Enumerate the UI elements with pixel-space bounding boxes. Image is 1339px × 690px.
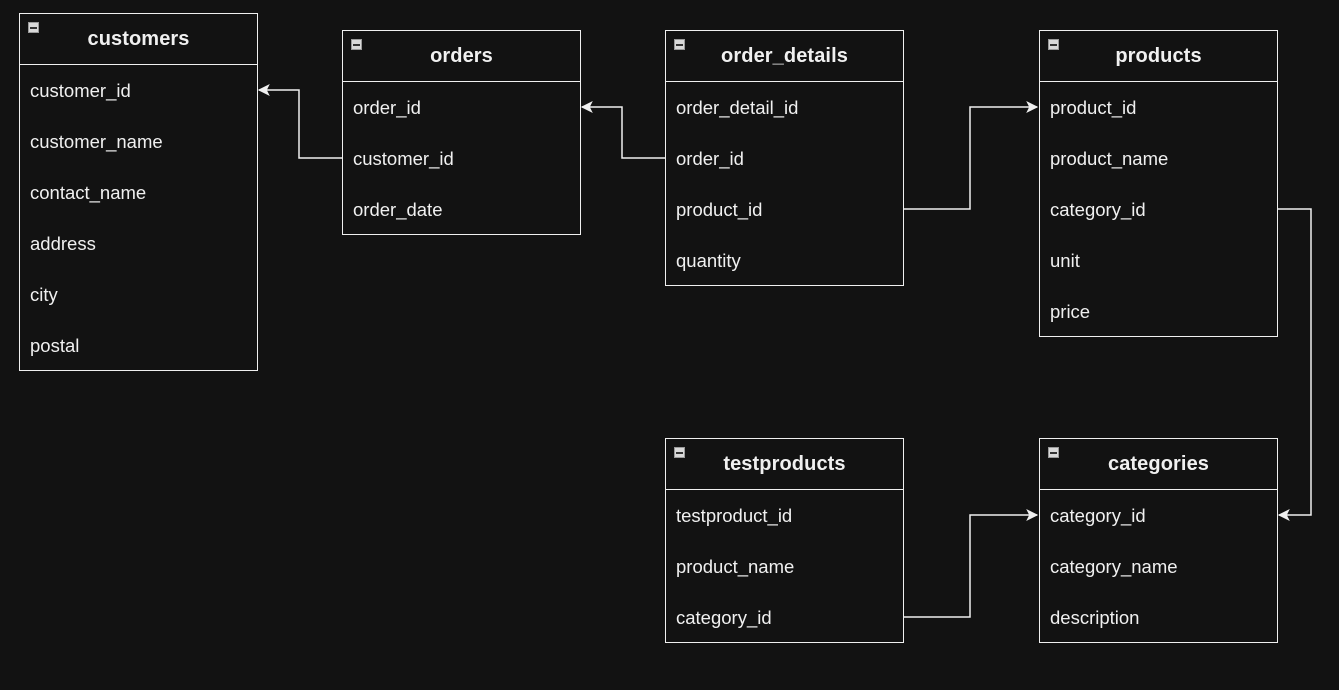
- connector-testproducts-category-id-to-categories: [903, 509, 1039, 618]
- table-title: customers: [87, 27, 190, 50]
- table-header: categories: [1040, 439, 1277, 490]
- field-order-date[interactable]: order_date: [353, 198, 443, 220]
- collapse-icon[interactable]: [1048, 39, 1059, 50]
- field-customer-id[interactable]: customer_id: [353, 147, 454, 169]
- field-unit[interactable]: unit: [1050, 249, 1080, 271]
- table-orders[interactable]: orders order_id customer_id order_date: [342, 30, 581, 235]
- field-description[interactable]: description: [1050, 606, 1140, 628]
- connector-products-category-id-to-categories: [1277, 208, 1312, 521]
- field-price[interactable]: price: [1050, 300, 1091, 322]
- field-address[interactable]: address: [30, 232, 96, 254]
- table-title: orders: [430, 44, 493, 67]
- field-category-id[interactable]: category_id: [676, 606, 772, 628]
- table-header: orders: [343, 31, 580, 82]
- field-postal[interactable]: postal: [30, 334, 80, 356]
- connector-orders-customer-id-to-customers: [257, 84, 342, 159]
- field-product-name[interactable]: product_name: [1050, 147, 1169, 169]
- field-customer-id[interactable]: customer_id: [30, 79, 131, 101]
- table-products[interactable]: products product_id product_name categor…: [1039, 30, 1278, 337]
- field-order-id[interactable]: order_id: [353, 96, 421, 118]
- table-header: testproducts: [666, 439, 903, 490]
- table-testproducts[interactable]: testproducts testproduct_id product_name…: [665, 438, 904, 643]
- field-category-id[interactable]: category_id: [1050, 198, 1146, 220]
- collapse-icon[interactable]: [28, 22, 39, 33]
- table-customers[interactable]: customers customer_id customer_name cont…: [19, 13, 258, 371]
- field-quantity[interactable]: quantity: [676, 249, 741, 271]
- field-city[interactable]: city: [30, 283, 58, 305]
- table-order-details[interactable]: order_details order_detail_id order_id p…: [665, 30, 904, 286]
- collapse-icon[interactable]: [674, 39, 685, 50]
- field-category-id[interactable]: category_id: [1050, 504, 1146, 526]
- table-title: order_details: [721, 44, 848, 67]
- table-header: customers: [20, 14, 257, 65]
- table-title: testproducts: [723, 452, 846, 475]
- field-product-name[interactable]: product_name: [676, 555, 795, 577]
- field-order-detail-id[interactable]: order_detail_id: [676, 96, 799, 118]
- field-product-id[interactable]: product_id: [1050, 96, 1137, 118]
- connector-order-details-order-id-to-orders: [580, 101, 665, 159]
- table-title: products: [1115, 44, 1202, 67]
- collapse-icon[interactable]: [674, 447, 685, 458]
- collapse-icon[interactable]: [1048, 447, 1059, 458]
- table-header: order_details: [666, 31, 903, 82]
- field-customer-name[interactable]: customer_name: [30, 130, 163, 152]
- table-categories[interactable]: categories category_id category_name des…: [1039, 438, 1278, 643]
- collapse-icon[interactable]: [351, 39, 362, 50]
- field-testproduct-id[interactable]: testproduct_id: [676, 504, 793, 526]
- table-title: categories: [1107, 452, 1210, 475]
- connector-order-details-product-id-to-products: [903, 101, 1039, 210]
- field-product-id[interactable]: product_id: [676, 198, 763, 220]
- table-header: products: [1040, 31, 1277, 82]
- field-contact-name[interactable]: contact_name: [30, 181, 147, 203]
- field-category-name[interactable]: category_name: [1050, 555, 1178, 577]
- field-order-id[interactable]: order_id: [676, 147, 744, 169]
